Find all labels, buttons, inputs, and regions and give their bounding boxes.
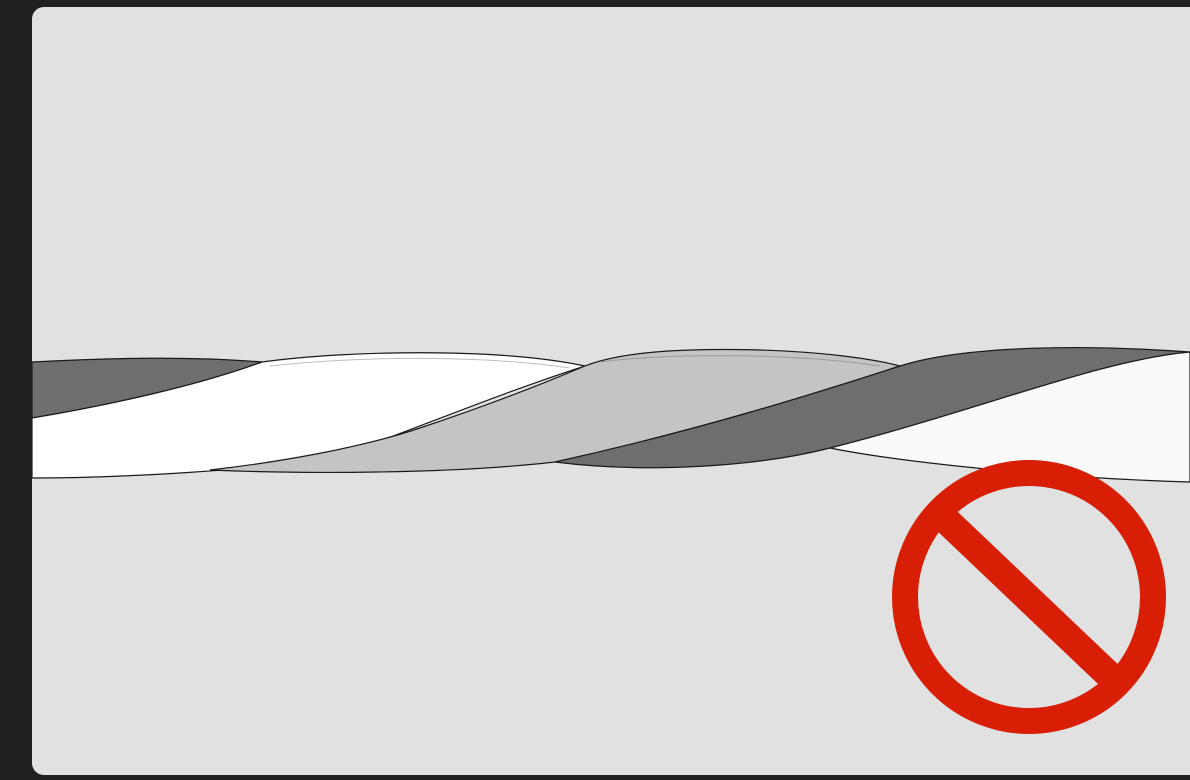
wire-strand-light-middle (209, 348, 903, 473)
twisted-wire (32, 347, 1190, 483)
prohibition-icon (892, 460, 1166, 734)
wire-highlight-line (599, 355, 881, 367)
wire-highlight-line (269, 357, 571, 369)
